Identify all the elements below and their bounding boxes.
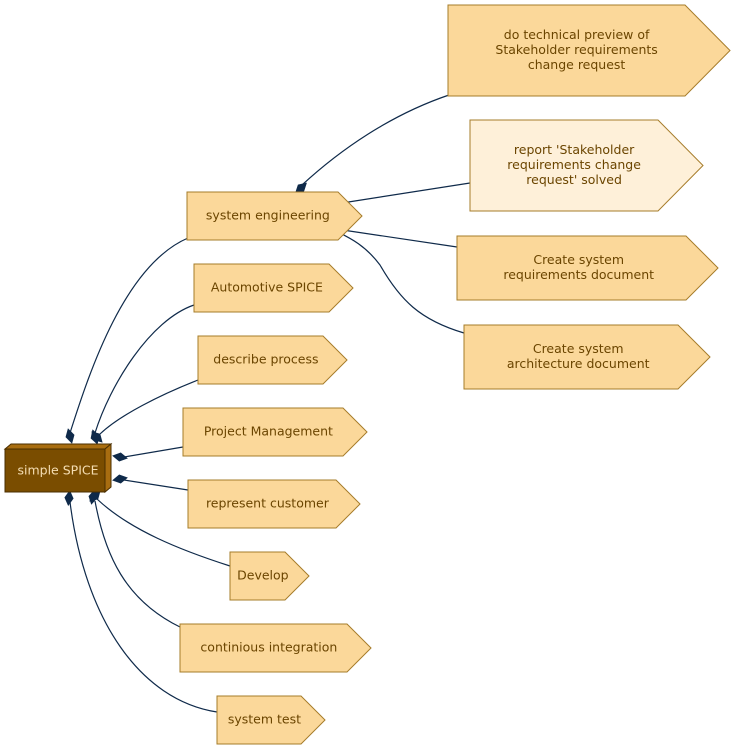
process-node-label: describe process [213, 352, 318, 367]
edge-project-management [123, 446, 184, 458]
edge-continious-integration [94, 500, 181, 628]
edge-create-sys-arch [335, 230, 465, 334]
process-node-label: Create system [533, 252, 624, 267]
edge-describe-process [99, 379, 199, 435]
process-arrow-shape [193, 263, 354, 313]
process-node-system-test[interactable]: system test [216, 695, 326, 745]
process-node-label: system engineering [206, 208, 330, 223]
process-node-label: Create system [533, 341, 624, 356]
process-node-label: Stakeholder requirements [495, 42, 657, 57]
root-node-top-face [3, 443, 113, 450]
nodes-layer: system engineering do technical preview o… [3, 4, 731, 745]
edge-develop [96, 498, 231, 567]
process-node-continious-integration[interactable]: continious integration [179, 623, 372, 673]
process-node-describe-process[interactable]: describe process [197, 335, 348, 385]
process-node-label: system test [228, 712, 301, 727]
aggregation-diamond-describe-process [91, 431, 103, 443]
process-arrow-shape [197, 335, 348, 385]
process-arrow-shape [179, 623, 372, 673]
process-arrow-shape [229, 551, 310, 601]
process-arrow-shape [186, 191, 363, 241]
process-node-label: request' solved [526, 172, 622, 187]
edge-technical-preview [301, 94, 450, 186]
process-node-represent-customer[interactable]: represent customer [187, 479, 361, 529]
process-node-label: requirements document [503, 267, 654, 282]
edge-system-engineering [69, 237, 189, 434]
root-node-front-face [4, 448, 106, 493]
process-node-label: report 'Stakeholder [514, 142, 635, 157]
edge-system-test [69, 501, 218, 713]
process-node-label: architecture document [507, 356, 650, 371]
process-arrow-shape [447, 4, 731, 97]
process-arrow-shape [182, 407, 368, 457]
aggregation-diamond-project-management [112, 452, 128, 462]
process-node-system-engineering[interactable]: system engineering [186, 191, 363, 241]
process-arrow-shape [187, 479, 361, 529]
process-arrow-shape [216, 695, 326, 745]
edge-report-solved [341, 182, 471, 204]
edge-create-sys-req [335, 228, 458, 248]
edge-represent-customer [123, 479, 189, 491]
process-node-label: change request [528, 57, 626, 72]
edge-automotive-spice [94, 304, 195, 434]
process-node-label: Project Management [204, 424, 333, 439]
process-node-label: requirements change [507, 157, 641, 172]
process-arrow-shape [469, 119, 704, 212]
aggregation-diamond-represent-customer [112, 474, 128, 484]
root-node-simple-spice[interactable]: simple SPICE [3, 442, 113, 494]
process-node-project-management[interactable]: Project Management [182, 407, 368, 457]
process-arrow-shape [463, 324, 711, 390]
aggregation-diamond-technical-preview [295, 182, 307, 194]
process-node-automotive-spice[interactable]: Automotive SPICE [193, 263, 354, 313]
process-node-label: represent customer [206, 496, 330, 511]
process-node-label: Develop [237, 568, 289, 583]
process-node-label: Automotive SPICE [211, 280, 323, 295]
edges-layer [64, 94, 471, 713]
root-node-side-face [104, 442, 112, 494]
process-node-label: do technical preview of [504, 27, 650, 42]
process-arrow-shape [456, 235, 719, 301]
aggregation-diamond-system-test [64, 489, 74, 507]
process-node-develop[interactable]: Develop [229, 551, 310, 601]
aggregation-diamond-system-engineering [65, 428, 75, 444]
root-node-label: simple SPICE [17, 463, 98, 478]
process-node-label: continious integration [200, 640, 337, 655]
